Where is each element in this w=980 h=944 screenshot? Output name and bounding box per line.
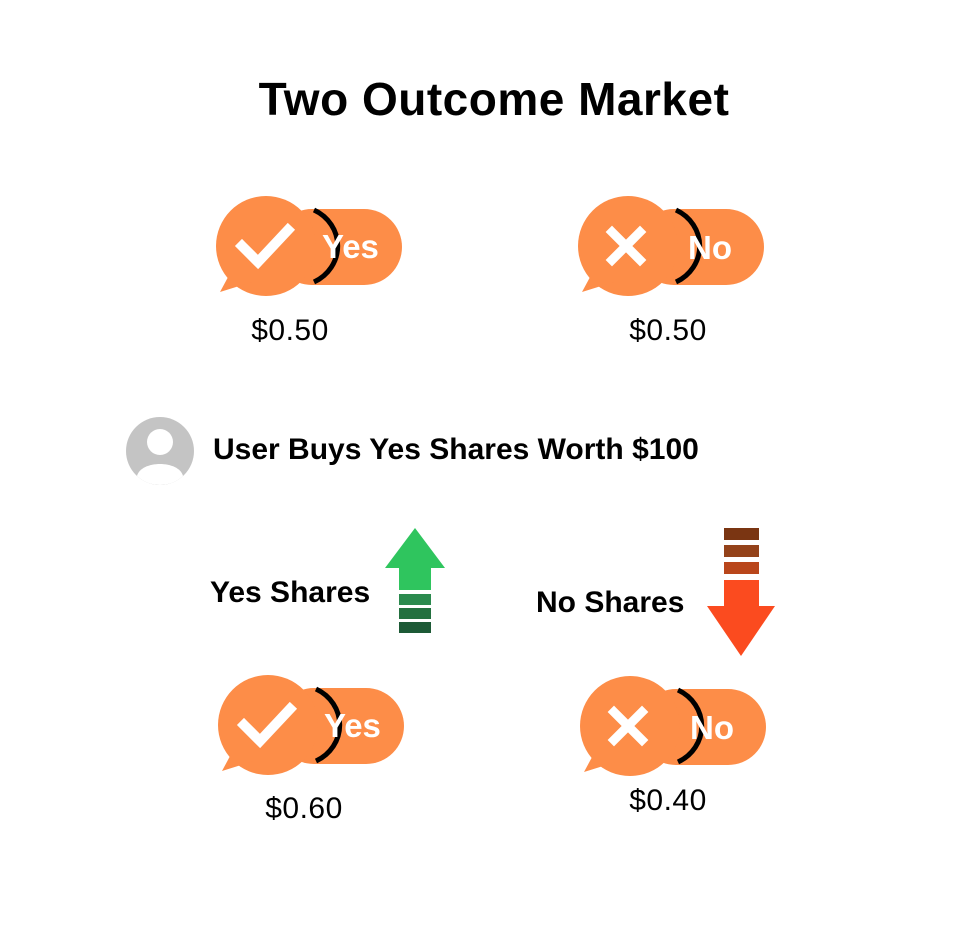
yes-price-after: $0.60	[265, 792, 343, 825]
yes-label: Yes	[322, 228, 379, 265]
no-price-after: $0.40	[629, 784, 707, 817]
check-icon	[234, 222, 296, 270]
no-outcome-pill-after: No	[578, 676, 768, 780]
no-label: No	[688, 229, 732, 266]
x-icon	[607, 705, 649, 747]
yes-label: Yes	[324, 707, 381, 744]
user-avatar-icon	[125, 416, 195, 486]
no-label: No	[690, 709, 734, 746]
diagram-title: Two Outcome Market	[258, 73, 730, 125]
up-arrow-icon	[384, 528, 446, 640]
user-action-text: User Buys Yes Shares Worth $100	[213, 433, 699, 466]
yes-shares-label: Yes Shares	[210, 576, 371, 609]
no-shares-label: No Shares	[536, 586, 685, 619]
no-price-before: $0.50	[629, 314, 707, 347]
yes-outcome-pill-after: Yes	[216, 675, 406, 779]
x-icon	[605, 225, 647, 267]
yes-outcome-pill-before: Yes	[214, 196, 404, 300]
down-arrow-icon	[706, 528, 776, 658]
no-outcome-pill-before: No	[576, 196, 766, 300]
yes-price-before: $0.50	[251, 314, 329, 347]
check-icon	[236, 701, 298, 749]
